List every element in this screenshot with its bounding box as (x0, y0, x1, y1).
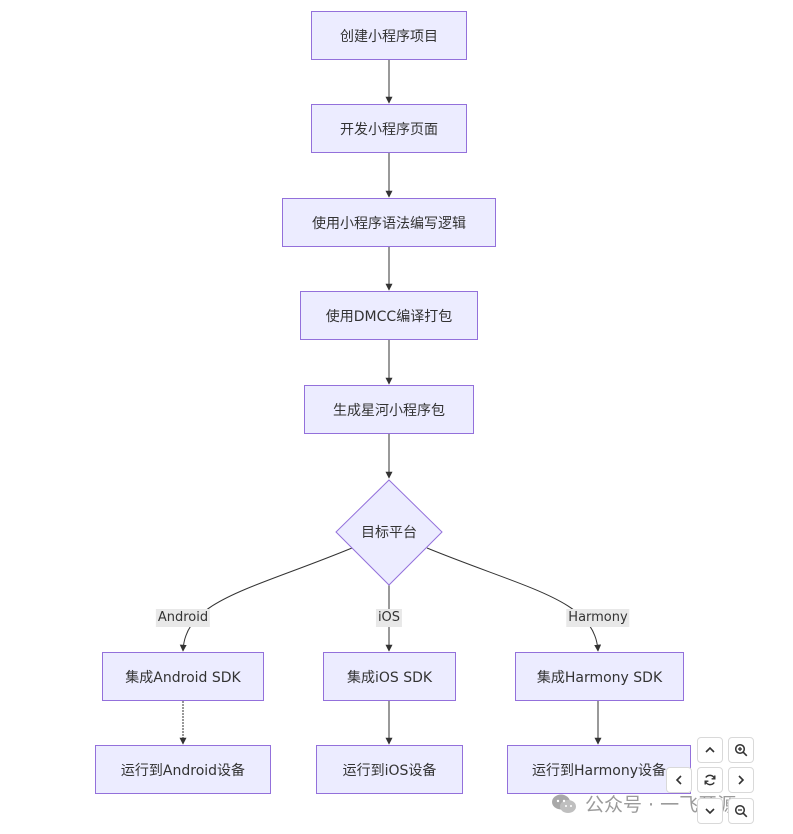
edge-label-harmony: Harmony (566, 609, 630, 627)
edge-target-harmony (426, 547, 602, 652)
chevron-left-icon (675, 775, 682, 785)
pan-right-button[interactable] (728, 767, 754, 793)
wechat-icon (552, 794, 576, 813)
node-integrate-harmony: 集成Harmony SDK (515, 652, 684, 701)
chevron-right-icon (738, 775, 745, 785)
chevron-down-icon (705, 808, 715, 815)
edge-label-ios: iOS (375, 609, 403, 627)
node-compile-pack: 使用DMCC编译打包 (300, 291, 478, 340)
node-generate-package: 生成星河小程序包 (304, 385, 474, 434)
zoom-in-icon (734, 743, 748, 757)
pan-up-button[interactable] (697, 737, 723, 763)
zoom-out-icon (734, 804, 748, 818)
reset-icon (704, 774, 716, 786)
pan-left-button[interactable] (666, 767, 692, 793)
reset-view-button[interactable] (697, 767, 723, 793)
edge-label-android: Android (155, 609, 211, 627)
node-write-logic: 使用小程序语法编写逻辑 (282, 198, 496, 247)
zoom-out-button[interactable] (728, 798, 754, 824)
node-develop-pages: 开发小程序页面 (311, 104, 467, 153)
zoom-in-button[interactable] (728, 737, 754, 763)
edge-target-android (179, 547, 353, 652)
node-run-harmony: 运行到Harmony设备 (507, 745, 691, 794)
chevron-up-icon (705, 746, 715, 753)
node-integrate-ios: 集成iOS SDK (323, 652, 456, 701)
node-target-platform-label: 目标平台 (361, 525, 417, 541)
node-run-ios: 运行到iOS设备 (316, 745, 463, 794)
target-platform-diamond (335, 479, 443, 586)
node-create-project: 创建小程序项目 (311, 11, 467, 60)
node-run-android: 运行到Android设备 (95, 745, 271, 794)
node-integrate-android: 集成Android SDK (102, 652, 264, 701)
pan-down-button[interactable] (697, 798, 723, 824)
